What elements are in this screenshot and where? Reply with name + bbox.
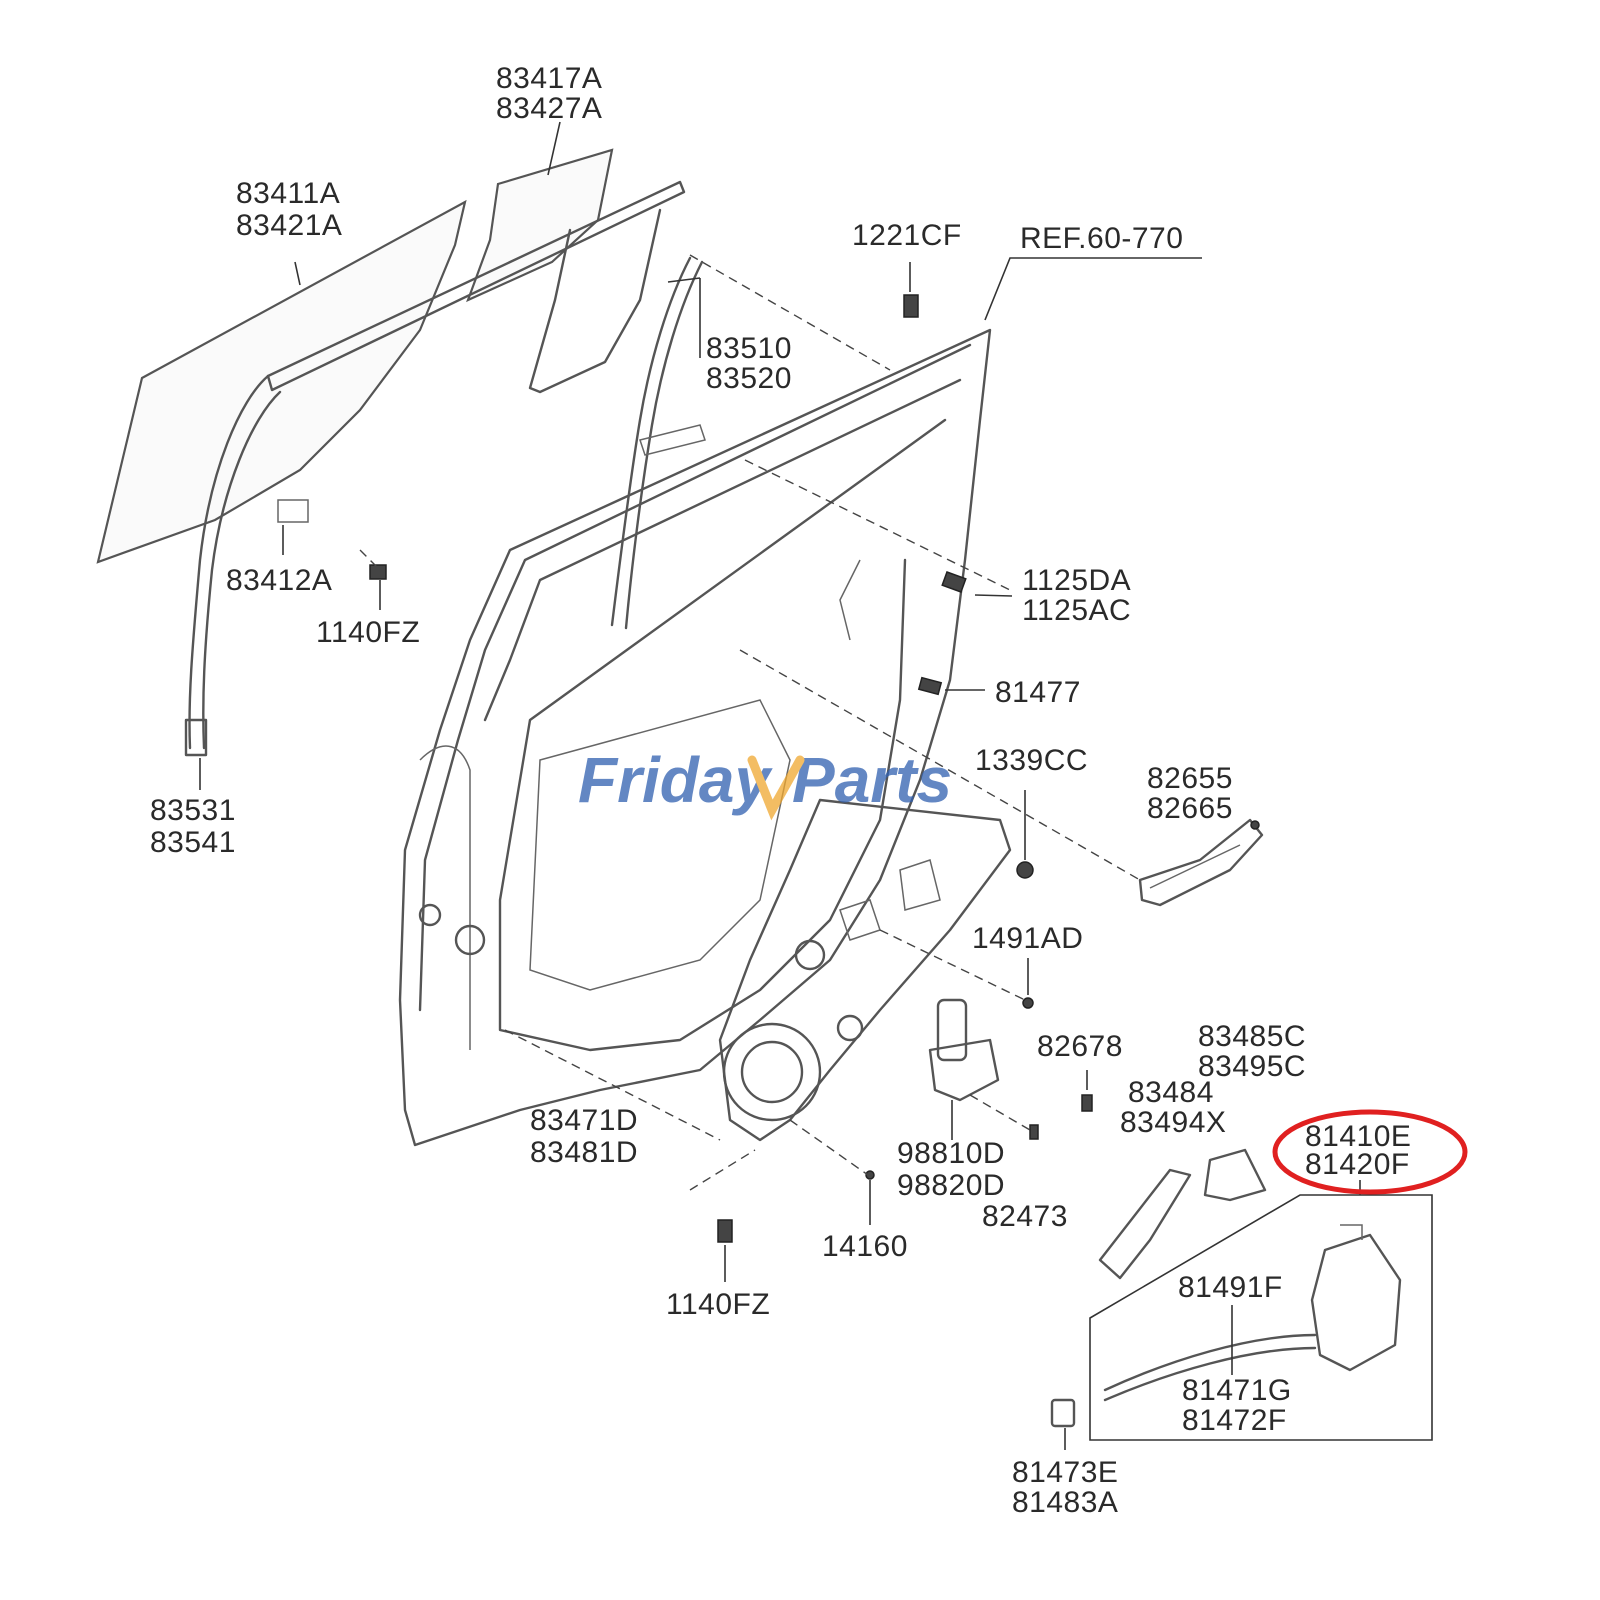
label-82473: 82473 — [982, 1200, 1068, 1233]
label-81471g: 81471G — [1182, 1374, 1292, 1407]
label-81420f: 81420F — [1305, 1148, 1410, 1181]
fasteners-part — [277, 262, 1093, 1282]
label-82655: 82655 — [1147, 762, 1233, 795]
label-83531: 83531 — [150, 794, 236, 827]
part-labels: 83417A 83427A 83411A 83421A 1221CF REF.6… — [150, 62, 1411, 1519]
label-82678: 82678 — [1037, 1030, 1123, 1063]
quarter-glass-part — [466, 121, 614, 303]
handle-bracket-part — [1098, 1148, 1267, 1280]
label-83412a: 83412A — [226, 564, 332, 597]
label-83520: 83520 — [706, 362, 792, 395]
label-81410e: 81410E — [1305, 1120, 1411, 1153]
label-81477: 81477 — [995, 676, 1081, 709]
label-83471d: 83471D — [530, 1104, 638, 1137]
watermark-logo: Friday Parts — [578, 744, 952, 821]
label-83411a: 83411A — [236, 177, 340, 210]
label-1491ad: 1491AD — [972, 922, 1083, 955]
label-1339cc: 1339CC — [975, 744, 1088, 777]
label-81473e: 81473E — [1012, 1456, 1118, 1489]
label-98820d: 98820D — [897, 1169, 1005, 1202]
label-83541: 83541 — [150, 826, 236, 859]
watermark-accent-mark — [747, 755, 805, 821]
label-83427a: 83427A — [496, 92, 602, 125]
clip-81473-part — [1050, 1398, 1076, 1450]
latch-assembly-part — [1089, 1180, 1433, 1441]
label-83417a: 83417A — [496, 62, 602, 95]
label-83481d: 83481D — [530, 1136, 638, 1169]
label-ref-60-770: REF.60-770 — [1020, 222, 1183, 255]
label-81483a: 81483A — [1012, 1486, 1118, 1519]
label-81472f: 81472F — [1182, 1404, 1287, 1437]
label-1125ac: 1125AC — [1022, 594, 1131, 627]
label-98810d: 98810D — [897, 1137, 1005, 1170]
label-83495c: 83495C — [1198, 1050, 1306, 1083]
watermark-brand-first: Friday — [578, 744, 773, 816]
run-channel-part — [184, 180, 686, 790]
door-panel-part — [398, 328, 992, 1147]
label-83484: 83484 — [1128, 1076, 1214, 1109]
label-83510: 83510 — [706, 332, 792, 365]
rear-channel-part — [610, 256, 704, 630]
outside-handle-part — [1138, 818, 1264, 907]
window-motor-part — [928, 998, 1000, 1140]
label-1140fz-bottom: 1140FZ — [666, 1288, 770, 1321]
watermark-brand-second: Parts — [792, 744, 952, 816]
label-1125da: 1125DA — [1022, 564, 1131, 597]
label-83485c: 83485C — [1198, 1020, 1306, 1053]
label-81491f: 81491F — [1178, 1271, 1283, 1304]
label-82665-text: 82665 — [1147, 792, 1233, 825]
window-glass-part — [96, 199, 467, 564]
label-1140fz-top: 1140FZ — [316, 616, 420, 649]
reference-lines — [359, 254, 1202, 1191]
label-1221cf: 1221CF — [852, 219, 962, 252]
label-83494x: 83494X — [1120, 1106, 1226, 1139]
label-14160: 14160 — [822, 1230, 908, 1263]
highlight-ellipse — [1272, 1109, 1468, 1195]
label-83421a: 83421A — [236, 209, 342, 242]
